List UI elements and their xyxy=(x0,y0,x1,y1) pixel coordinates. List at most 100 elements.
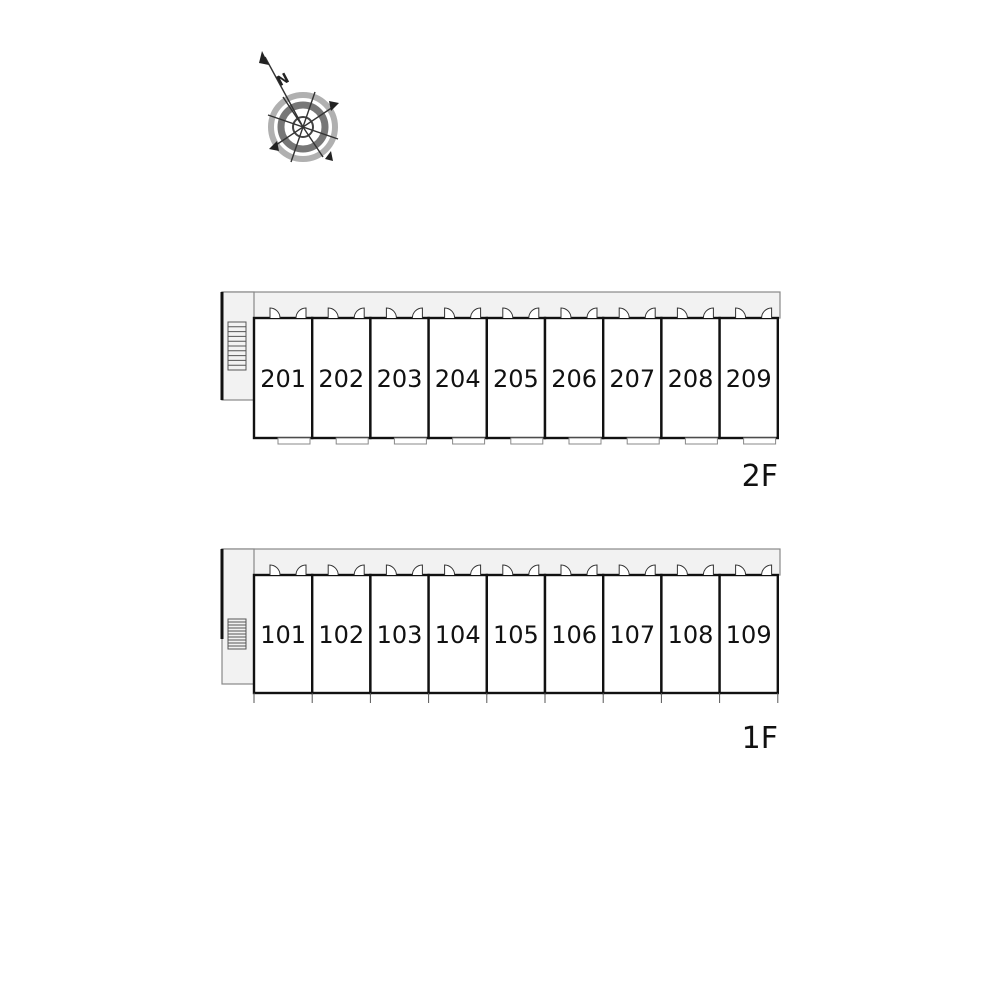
window-icon xyxy=(295,564,307,576)
unit-wall xyxy=(602,573,663,695)
door-icon xyxy=(385,307,397,319)
unit-wall xyxy=(311,316,372,440)
stair-landing xyxy=(221,548,255,685)
unit-wall xyxy=(660,573,721,695)
stairs-icon xyxy=(227,618,247,650)
window-icon xyxy=(586,307,598,319)
balcony xyxy=(684,437,718,445)
balcony xyxy=(743,437,777,445)
unit-wall xyxy=(369,573,430,695)
unit-wall xyxy=(543,316,605,440)
unit-209[interactable]: 209 xyxy=(718,307,779,445)
balcony xyxy=(510,437,544,445)
window-icon xyxy=(702,564,714,576)
door-icon xyxy=(502,307,514,319)
unit-wall xyxy=(311,573,372,695)
door-icon xyxy=(269,564,281,576)
unit-107[interactable]: 107 xyxy=(602,564,663,703)
unit-109[interactable]: 109 xyxy=(718,564,779,703)
door-icon xyxy=(735,307,747,319)
floor-label: 1F xyxy=(742,721,778,756)
door-icon xyxy=(735,564,747,576)
stairs-icon xyxy=(227,321,247,371)
unit-202[interactable]: 202 xyxy=(311,307,372,445)
unit-108[interactable]: 108 xyxy=(660,564,721,703)
balcony xyxy=(335,437,369,445)
window-icon xyxy=(353,564,365,576)
balcony xyxy=(568,437,602,445)
door-icon xyxy=(560,564,572,576)
door-icon xyxy=(327,307,339,319)
door-icon xyxy=(676,564,688,576)
window-icon xyxy=(761,307,773,319)
unit-wall xyxy=(427,316,489,440)
unit-102[interactable]: 102 xyxy=(311,564,372,703)
unit-wall xyxy=(485,573,547,695)
unit-number: 203 xyxy=(377,365,423,393)
door-icon xyxy=(502,564,514,576)
unit-number: 101 xyxy=(260,621,306,649)
window-icon xyxy=(411,564,423,576)
unit-wall xyxy=(718,573,779,695)
unit-number: 109 xyxy=(726,621,772,649)
window-icon xyxy=(528,564,540,576)
unit-number: 106 xyxy=(551,621,597,649)
balcony xyxy=(452,437,486,445)
window-icon xyxy=(353,307,365,319)
window-icon xyxy=(644,307,656,319)
floor-2: 201 202 203 204 205 206 207 208 209 2F xyxy=(220,291,781,494)
unit-number: 201 xyxy=(260,365,306,393)
window-icon xyxy=(644,564,656,576)
unit-number: 202 xyxy=(318,365,364,393)
unit-wall xyxy=(718,316,779,440)
floor-label: 2F xyxy=(742,459,778,494)
unit-number: 107 xyxy=(609,621,655,649)
unit-101[interactable]: 101 xyxy=(252,564,314,703)
balcony xyxy=(393,437,427,445)
unit-207[interactable]: 207 xyxy=(602,307,663,445)
door-icon xyxy=(618,564,630,576)
door-icon xyxy=(269,307,281,319)
unit-number: 105 xyxy=(493,621,539,649)
door-icon xyxy=(327,564,339,576)
balcony xyxy=(626,437,660,445)
unit-208[interactable]: 208 xyxy=(660,307,721,445)
unit-105[interactable]: 105 xyxy=(485,564,547,703)
unit-103[interactable]: 103 xyxy=(369,564,430,703)
unit-104[interactable]: 104 xyxy=(427,564,489,703)
unit-number: 207 xyxy=(609,365,655,393)
compass-rose-icon: N xyxy=(259,51,339,163)
unit-206[interactable]: 206 xyxy=(543,307,605,445)
door-icon xyxy=(385,564,397,576)
balcony xyxy=(277,437,311,445)
window-icon xyxy=(528,307,540,319)
window-icon xyxy=(702,307,714,319)
unit-203[interactable]: 203 xyxy=(369,307,430,445)
unit-number: 208 xyxy=(668,365,714,393)
door-icon xyxy=(444,307,456,319)
window-icon xyxy=(470,307,482,319)
unit-number: 209 xyxy=(726,365,772,393)
unit-number: 108 xyxy=(668,621,714,649)
window-icon xyxy=(761,564,773,576)
unit-106[interactable]: 106 xyxy=(543,564,605,703)
compass-north-label: N xyxy=(274,70,292,90)
door-icon xyxy=(560,307,572,319)
unit-201[interactable]: 201 xyxy=(252,307,314,445)
unit-205[interactable]: 205 xyxy=(485,307,547,445)
unit-number: 206 xyxy=(551,365,597,393)
unit-number: 103 xyxy=(377,621,423,649)
door-icon xyxy=(618,307,630,319)
unit-wall xyxy=(543,573,605,695)
unit-number: 205 xyxy=(493,365,539,393)
unit-number: 102 xyxy=(318,621,364,649)
window-icon xyxy=(411,307,423,319)
window-icon xyxy=(586,564,598,576)
unit-number: 204 xyxy=(435,365,481,393)
window-icon xyxy=(470,564,482,576)
floor-1: 101 102 103 104 105 106 107 108 109 1F xyxy=(220,548,781,756)
unit-204[interactable]: 204 xyxy=(427,307,489,445)
unit-number: 104 xyxy=(435,621,481,649)
door-icon xyxy=(444,564,456,576)
window-icon xyxy=(295,307,307,319)
